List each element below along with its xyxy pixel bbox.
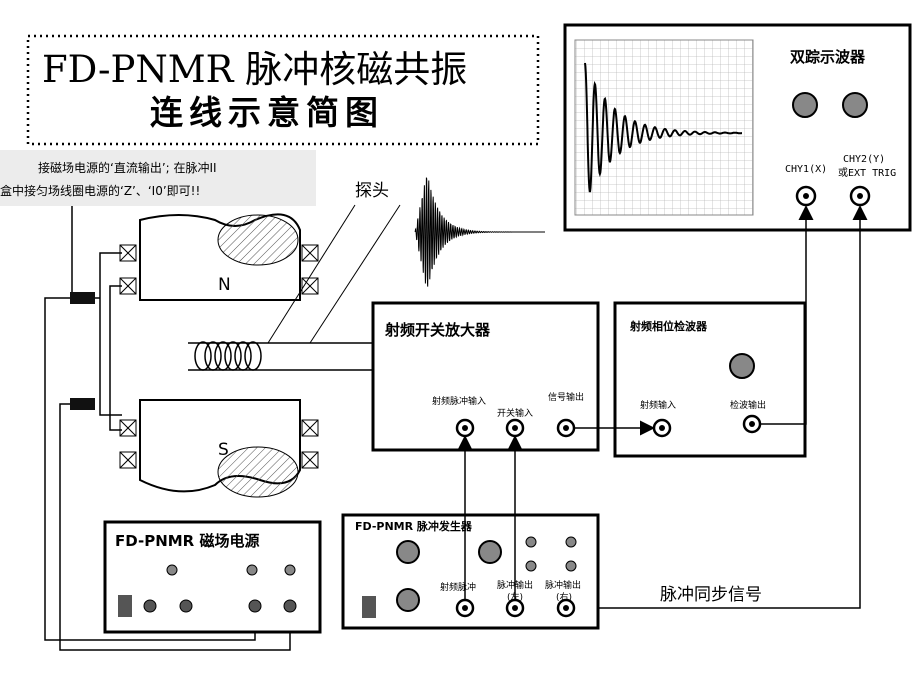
psu-terminal-1[interactable] xyxy=(143,599,157,613)
ch1-label: CHY1(X) xyxy=(785,164,827,175)
psu-terminal-3[interactable] xyxy=(248,599,262,613)
oscilloscope-screen xyxy=(574,39,754,216)
rf-pulse-input-label: 射频脉冲输入 xyxy=(432,395,486,407)
pulse-gen-small-knob-1[interactable] xyxy=(525,536,537,548)
signal-output-label: 信号输出 xyxy=(548,391,584,403)
note-line1: 接磁场电源的‘直流输出’; 在脉冲II xyxy=(38,160,217,175)
psu-knob-3[interactable] xyxy=(284,564,296,576)
pulse-out-right-label: 脉冲输出 xyxy=(545,579,581,591)
psu-terminal-2[interactable] xyxy=(179,599,193,613)
pulse-gen-small-knob-4[interactable] xyxy=(565,560,577,572)
ch2-label-line1: CHY2(Y) xyxy=(843,154,885,165)
fid-trace xyxy=(584,62,742,193)
detect-output-label: 检波输出 xyxy=(730,399,766,411)
probe-coil xyxy=(188,204,401,371)
title-line2: 连线示意简图 xyxy=(150,93,384,132)
oscilloscope: 双踪示波器 CHY1(X) CHY2(Y) 或EXT TRIG xyxy=(563,23,912,232)
rf-input-label: 射频输入 xyxy=(640,399,676,411)
pulse-gen-knob-3[interactable] xyxy=(396,588,420,612)
rf-amp-title: 射频开关放大器 xyxy=(384,321,491,339)
magnet-power-supply: FD-PNMR 磁场电源 xyxy=(103,520,322,634)
pulse-gen-small-knob-2[interactable] xyxy=(565,536,577,548)
probe-signal-waveform xyxy=(414,177,545,287)
oscilloscope-title: 双踪示波器 xyxy=(790,48,866,66)
rf-switch-amplifier: 射频开关放大器 射频脉冲输入 开关输入 信号输出 xyxy=(371,301,600,452)
magnet: N S xyxy=(99,204,401,498)
pulse-gen-knob-2[interactable] xyxy=(478,540,502,564)
pulse-generator: FD-PNMR 脉冲发生器 射频脉冲 脉冲输出 (左) 脉冲输出 (右) xyxy=(341,513,600,630)
psu-knob-1[interactable] xyxy=(166,564,178,576)
pulse-gen-title: FD-PNMR 脉冲发生器 xyxy=(355,519,473,533)
pulse-gen-knob-1[interactable] xyxy=(396,540,420,564)
sync-signal-label: 脉冲同步信号 xyxy=(660,585,762,605)
pulse-gen-small-knob-3[interactable] xyxy=(525,560,537,572)
psu-power-switch[interactable] xyxy=(118,595,132,617)
note-line2: 盒中接匀场线圈电源的‘Z’、‘I0’即可!! xyxy=(0,183,200,198)
probe-label: 探头 xyxy=(355,181,389,201)
title-line1: FD-PNMR 脉冲核磁共振 xyxy=(42,48,467,91)
title-box: FD-PNMR 脉冲核磁共振 连线示意简图 xyxy=(26,34,540,146)
ch2-label-line2: 或EXT TRIG xyxy=(838,167,896,179)
psu-knob-2[interactable] xyxy=(246,564,258,576)
pulse-gen-power-switch[interactable] xyxy=(362,596,376,618)
phase-det-knob[interactable] xyxy=(729,353,755,379)
scope-knob-1[interactable] xyxy=(792,92,818,118)
phase-det-title: 射频相位检波器 xyxy=(629,319,708,333)
rf-pulse-label: 射频脉冲 xyxy=(440,581,476,593)
psu-terminal-4[interactable] xyxy=(283,599,297,613)
north-pole-label: N xyxy=(218,275,231,295)
switch-input-label: 开关输入 xyxy=(497,407,533,419)
rf-phase-detector: 射频相位检波器 射频输入 检波输出 xyxy=(613,301,807,458)
scope-knob-2[interactable] xyxy=(842,92,868,118)
magnet-psu-title: FD-PNMR 磁场电源 xyxy=(115,532,259,550)
south-pole-label: S xyxy=(218,440,229,460)
coil-connector-top xyxy=(70,292,95,304)
coil-connector-bottom xyxy=(70,398,95,410)
note-box: 接磁场电源的‘直流输出’; 在脉冲II 盒中接匀场线圈电源的‘Z’、‘I0’即可… xyxy=(0,150,316,206)
